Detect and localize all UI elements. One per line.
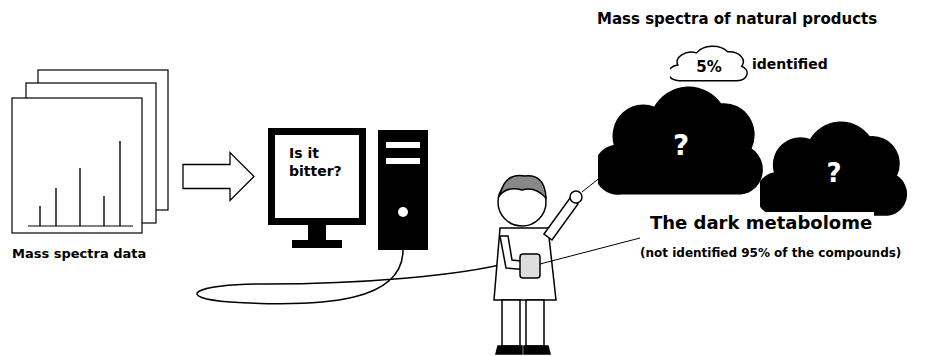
dark-metabolome-label: The dark metabolome bbox=[648, 212, 874, 233]
computer-monitor: Is it bitter? bbox=[268, 128, 366, 225]
cloud-outline bbox=[670, 46, 747, 80]
identified-label: identified bbox=[752, 56, 828, 72]
monitor-stand bbox=[308, 223, 326, 241]
spectra-pages bbox=[8, 58, 173, 270]
spectrum-peak bbox=[39, 206, 40, 226]
monitor-base bbox=[292, 240, 342, 248]
block-arrow bbox=[183, 153, 254, 201]
note-label: (not identified 95% of the compounds) bbox=[640, 246, 901, 260]
identified-cloud: 5% bbox=[670, 44, 748, 84]
screen-text: Is it bitter? bbox=[289, 145, 353, 180]
spectrum-peak bbox=[119, 141, 120, 226]
question-mark: ? bbox=[826, 158, 841, 188]
drive-slot bbox=[386, 158, 420, 164]
child-figure bbox=[494, 175, 582, 354]
percent-text: 5% bbox=[696, 58, 721, 76]
spectrum-peak bbox=[55, 188, 56, 226]
computer-tower bbox=[378, 130, 428, 250]
cable bbox=[197, 250, 512, 304]
title: Mass spectra of natural products bbox=[597, 10, 877, 28]
spectrum-peak bbox=[79, 168, 80, 226]
dark-cloud: ? bbox=[760, 116, 908, 224]
power-button bbox=[398, 207, 408, 217]
cloud-outline bbox=[760, 122, 906, 215]
cloud-outline bbox=[598, 87, 762, 194]
spectrum-peak bbox=[103, 196, 104, 226]
drive-slot bbox=[386, 142, 420, 148]
spectra-stack: Mass spectra data bbox=[8, 58, 173, 270]
dark-cloud: ? bbox=[598, 80, 764, 204]
string-line bbox=[540, 238, 640, 264]
page bbox=[12, 98, 142, 233]
spectra-label: Mass spectra data bbox=[12, 246, 146, 261]
question-mark: ? bbox=[673, 129, 689, 162]
